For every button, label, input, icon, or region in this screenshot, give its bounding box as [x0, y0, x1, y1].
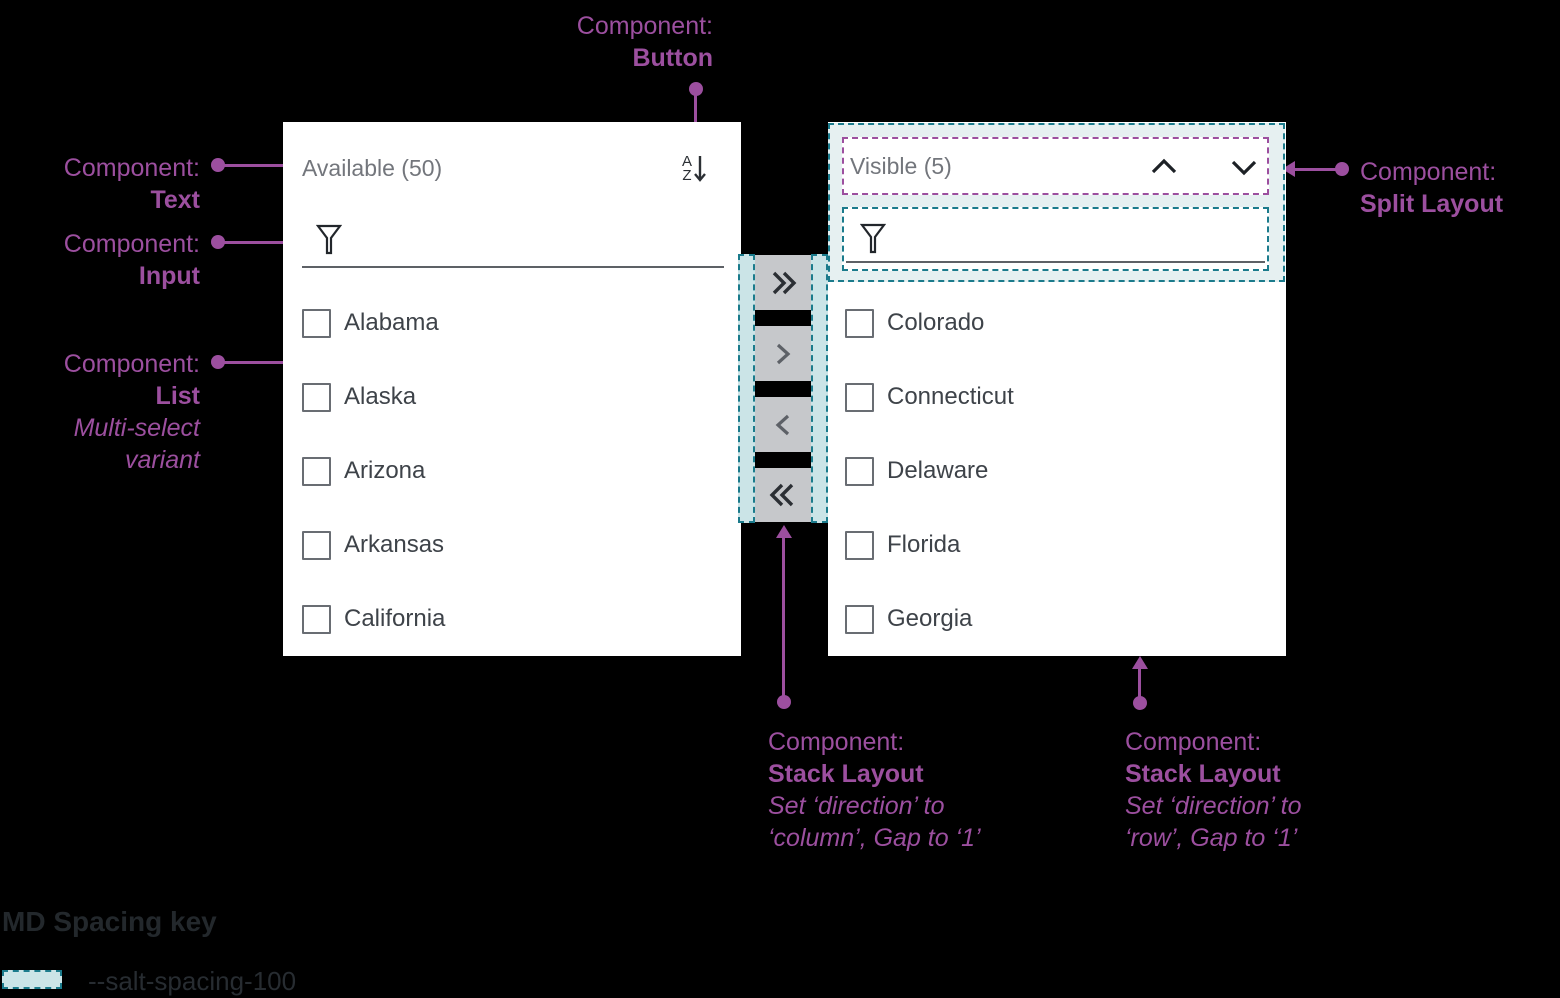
- list-item-label: Georgia: [887, 605, 973, 632]
- split-layout-region: Visible (5): [842, 137, 1269, 195]
- checkbox[interactable]: [302, 308, 331, 338]
- annotation-name: Text: [150, 186, 200, 214]
- checkbox[interactable]: [845, 308, 874, 338]
- list-item-label: Arizona: [344, 457, 426, 484]
- annotation-prefix: Component:: [1360, 158, 1497, 186]
- checkbox[interactable]: [845, 382, 874, 412]
- annotation-prefix: Component:: [576, 12, 713, 40]
- sort-letter-a: A: [682, 153, 693, 170]
- annotation-arrow-line: [1138, 667, 1141, 699]
- checkbox[interactable]: [302, 456, 331, 486]
- list-item-label: Connecticut: [887, 383, 1014, 410]
- sort-letter-z: Z: [682, 167, 692, 184]
- annotation-input: Component: Input: [0, 228, 200, 292]
- spacing-overlay-right: [811, 254, 828, 523]
- annotation-arrow-line: [218, 241, 290, 244]
- spacing-key-swatch: [2, 970, 62, 989]
- checkbox[interactable]: [845, 456, 874, 486]
- annotation-prefix: Component:: [1125, 728, 1262, 756]
- checkbox[interactable]: [845, 530, 874, 560]
- annotation-name: Split Layout: [1360, 190, 1504, 218]
- checkbox[interactable]: [302, 604, 331, 634]
- annotation-note: Set ‘direction’ to ‘column’, Gap to ‘1’: [768, 792, 981, 852]
- annotation-arrow-dot: [1133, 696, 1147, 710]
- annotation-name: Stack Layout: [768, 760, 924, 788]
- list-item[interactable]: Florida: [845, 508, 1265, 582]
- filter-input[interactable]: [846, 261, 1265, 263]
- list-item-label: Alabama: [344, 309, 439, 336]
- visible-list-title: Visible (5): [850, 153, 952, 179]
- annotation-arrow-dot: [1335, 162, 1349, 176]
- list-item[interactable]: Alabama: [302, 286, 722, 360]
- available-list-title: Available (50): [302, 155, 443, 181]
- annotation-name: Input: [138, 262, 200, 290]
- annotation-arrow-line: [1294, 168, 1340, 171]
- chevron-left-icon: [775, 414, 790, 435]
- annotation-arrow-head: [1132, 656, 1148, 669]
- arrow-down-icon: [694, 156, 706, 182]
- filter-icon: [859, 223, 887, 260]
- annotation-button: Component: Button: [453, 10, 713, 74]
- annotation-arrow-head: [776, 525, 792, 538]
- list-item[interactable]: Arkansas: [302, 508, 722, 582]
- chevron-up-icon: [1151, 158, 1177, 174]
- annotation-prefix: Component:: [768, 728, 905, 756]
- annotation-arrow-line: [782, 537, 785, 697]
- annotation-name: Stack Layout: [1125, 760, 1281, 788]
- move-up-button[interactable]: [1148, 155, 1180, 179]
- annotation-prefix: Component:: [63, 154, 200, 182]
- list-item-label: Florida: [887, 531, 961, 558]
- list-item[interactable]: California: [302, 582, 722, 656]
- checkbox[interactable]: [845, 604, 874, 634]
- move-left-button[interactable]: [755, 397, 811, 452]
- spacing-overlay-left: [738, 254, 755, 523]
- list-item[interactable]: Delaware: [845, 434, 1265, 508]
- double-chevron-right-icon: [772, 271, 797, 294]
- annotation-arrow-line: [218, 361, 290, 364]
- filter-icon: [315, 224, 343, 261]
- list-item[interactable]: Connecticut: [845, 360, 1265, 434]
- annotation-name: Button: [632, 44, 713, 72]
- spacing-key-token: --salt-spacing-100: [88, 966, 297, 996]
- annotation-note: Set ‘direction’ to ‘row’, Gap to ‘1’: [1125, 792, 1302, 852]
- list-item[interactable]: Arizona: [302, 434, 722, 508]
- list-item[interactable]: Georgia: [845, 582, 1265, 656]
- annotation-list: Component: List Multi-select variant: [0, 348, 200, 476]
- list-item[interactable]: Alaska: [302, 360, 722, 434]
- annotation-text: Component: Text: [0, 152, 200, 216]
- double-chevron-left-icon: [769, 483, 794, 507]
- annotation-arrow-line: [694, 89, 697, 132]
- filter-input[interactable]: [302, 266, 724, 268]
- list-item-label: California: [344, 605, 446, 632]
- sort-button[interactable]: A Z: [682, 153, 707, 185]
- a-z-sort-icon: A Z: [682, 153, 693, 184]
- move-right-button[interactable]: [755, 326, 811, 381]
- move-down-button[interactable]: [1228, 155, 1260, 179]
- checkbox[interactable]: [302, 530, 331, 560]
- annotation-prefix: Component:: [63, 350, 200, 378]
- annotation-arrow-dot: [777, 695, 791, 709]
- list-item-label: Alaska: [344, 383, 417, 410]
- move-all-left-button[interactable]: [755, 468, 811, 522]
- annotation-note: Multi-select variant: [73, 414, 200, 474]
- filter-input-region: [842, 207, 1269, 271]
- list-item[interactable]: Colorado: [845, 286, 1265, 360]
- annotation-split-layout: Component: Split Layout: [1360, 156, 1560, 220]
- annotation-name: List: [155, 382, 200, 410]
- list-item-label: Delaware: [887, 457, 989, 484]
- list-item-label: Arkansas: [344, 531, 445, 558]
- chevron-down-icon: [1231, 160, 1257, 176]
- spacing-key-title: MD Spacing key: [2, 906, 217, 937]
- annotation-arrow-line: [218, 164, 290, 167]
- list-item-label: Colorado: [887, 309, 985, 336]
- annotation-prefix: Component:: [63, 230, 200, 258]
- chevron-right-icon: [776, 343, 791, 364]
- annotation-stack-column: Component: Stack Layout Set ‘direction’ …: [768, 726, 983, 854]
- move-all-right-button[interactable]: [755, 255, 811, 310]
- available-list-panel: Available (50) A Z Alabama Alaska: [283, 122, 741, 656]
- annotation-stack-row: Component: Stack Layout Set ‘direction’ …: [1125, 726, 1340, 854]
- visible-list-panel: Visible (5) Colorado: [828, 122, 1286, 656]
- checkbox[interactable]: [302, 382, 331, 412]
